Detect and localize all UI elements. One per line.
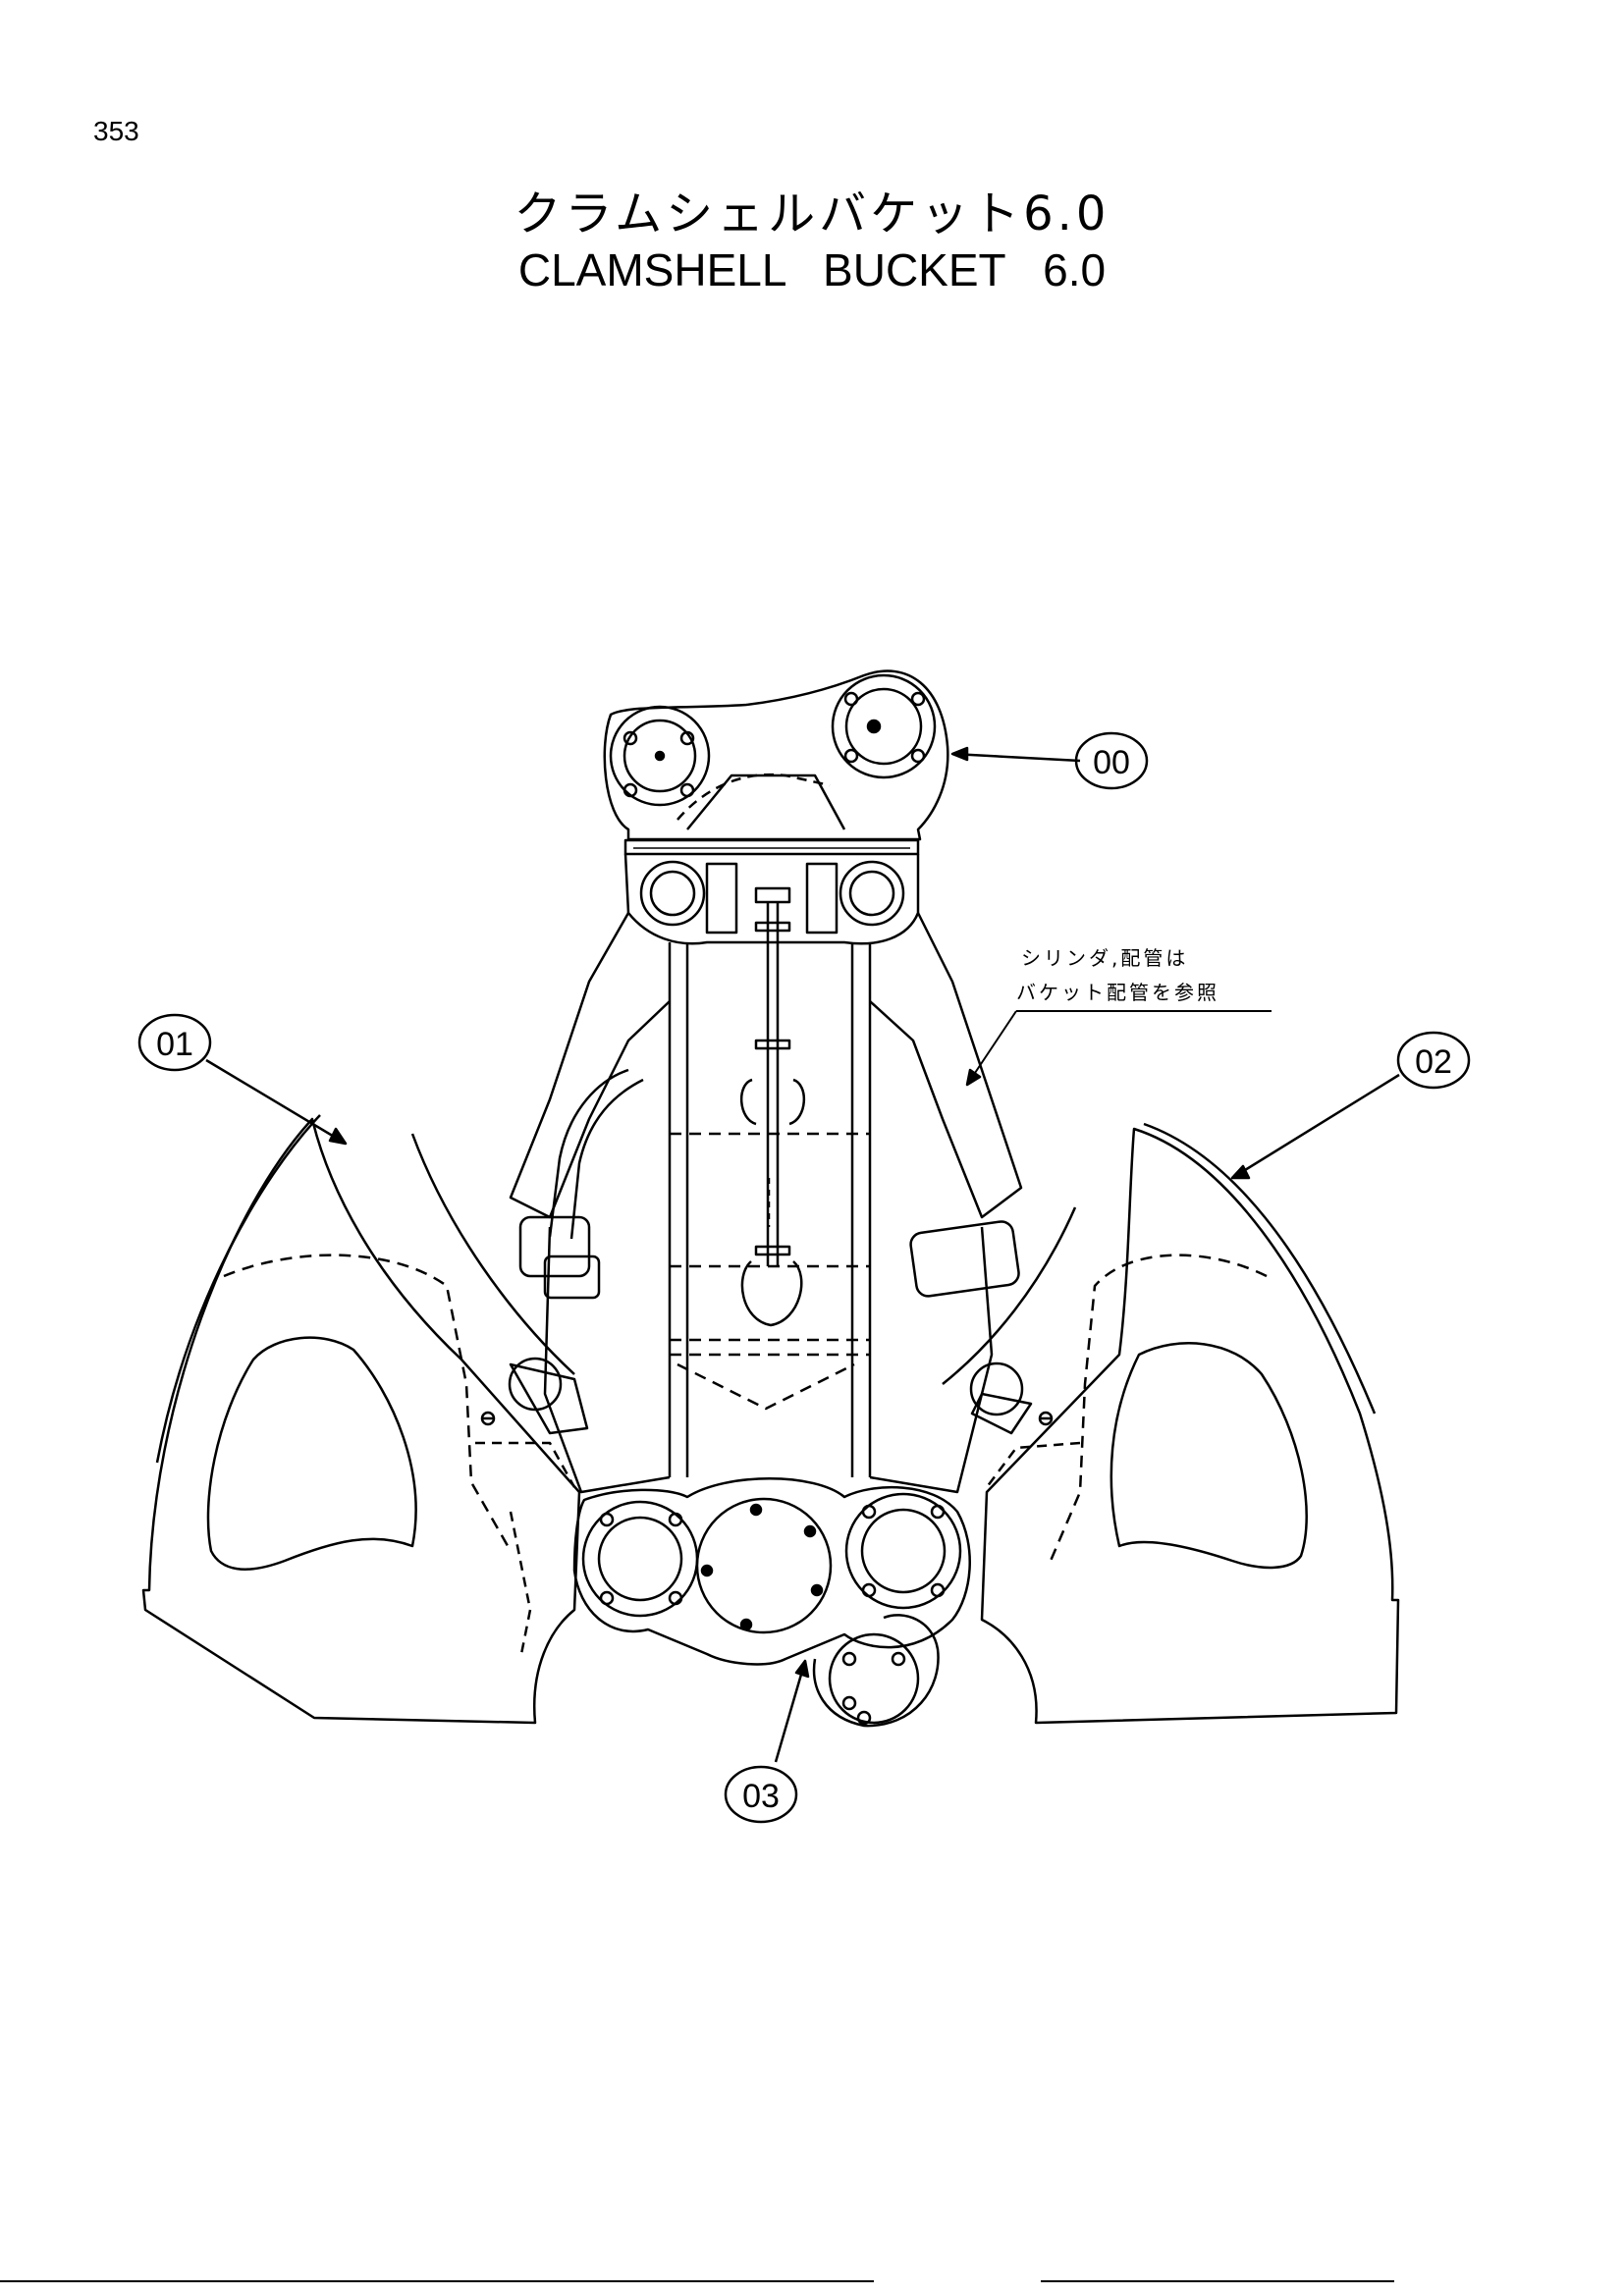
right-bucket-shell (942, 1122, 1400, 1725)
footer-rule-right (1041, 2280, 1394, 2282)
callout-02-label: 02 (1415, 1043, 1452, 1081)
callout-03: 03 (724, 1659, 810, 1824)
central-frame (509, 669, 1023, 1728)
pin-disc-lower (828, 1632, 920, 1726)
left-bucket-shell (141, 1114, 589, 1725)
callout-02: 02 (1230, 1031, 1471, 1180)
title-japanese: クラムシェルバケット6.0 (514, 187, 1110, 241)
pin-disc-mid-right (805, 860, 905, 934)
footer-rule-left (0, 2280, 874, 2282)
note-line-1: シリンダ,配管は (1021, 946, 1188, 970)
pin-disc-bottom-center (695, 1497, 833, 1634)
pin-disc-bottom-left (581, 1500, 699, 1618)
pin-disc-top-left (609, 705, 711, 807)
pin-disc-top-right (831, 673, 937, 779)
callout-01-label: 01 (156, 1026, 193, 1063)
title-english: CLAMSHELL BUCKET 6.0 (517, 244, 1107, 295)
callout-01: 01 (137, 1013, 348, 1146)
note-line-2: バケット配管を参照 (1016, 981, 1219, 1004)
pin-disc-bottom-right (844, 1492, 962, 1610)
pin-disc-mid-left (639, 860, 738, 934)
page-number: 353 (93, 116, 139, 146)
reference-note: シリンダ,配管は バケット配管を参照 (965, 946, 1272, 1087)
callout-03-label: 03 (742, 1778, 780, 1815)
callout-00-label: 00 (1093, 744, 1130, 781)
callout-00: 00 (950, 731, 1149, 790)
